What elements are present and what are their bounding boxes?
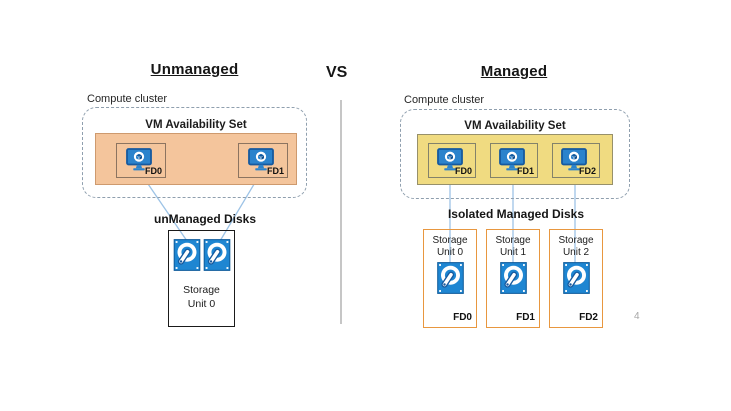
managed-title: Managed bbox=[480, 63, 548, 80]
disk-icon bbox=[203, 239, 231, 271]
left-vm-fd1: FD1 bbox=[238, 143, 288, 178]
right-storage-unit-0-box: Storage Unit 0 FD0 bbox=[423, 229, 477, 328]
right-availability-set-label: VM Availability Set bbox=[464, 120, 566, 132]
right-compute-cluster-label: Compute cluster bbox=[404, 94, 485, 106]
left-storage-unit-text: Storage Unit 0 bbox=[169, 284, 234, 311]
page-number: 4 bbox=[634, 311, 640, 322]
left-availability-set-label: VM Availability Set bbox=[145, 119, 247, 131]
right-storage-unit-1-fd: FD1 bbox=[516, 312, 535, 323]
isolated-managed-disks-label: Isolated Managed Disks bbox=[447, 207, 585, 221]
left-vm-fd1-label: FD1 bbox=[266, 166, 284, 176]
right-storage-unit-0-fd: FD0 bbox=[453, 312, 472, 323]
disk-icon bbox=[173, 239, 201, 271]
storage-line2: Unit 0 bbox=[436, 246, 464, 258]
storage-line1: Storage bbox=[432, 235, 468, 246]
storage-line2: Unit 2 bbox=[562, 246, 590, 258]
right-vm-fd2: FD2 bbox=[552, 143, 600, 178]
storage-line2: Unit 1 bbox=[499, 246, 527, 258]
left-availability-set-zone: FD0 FD1 bbox=[95, 133, 297, 185]
connector-fd0-to-storage bbox=[145, 180, 188, 242]
left-storage-unit-box: Storage Unit 0 bbox=[168, 230, 235, 327]
right-storage-unit-2-box: Storage Unit 2 FD2 bbox=[549, 229, 603, 328]
right-storage-unit-0-text: Storage Unit 0 bbox=[424, 235, 476, 258]
disk-icon bbox=[500, 262, 527, 294]
left-storage-line2: Unit 0 bbox=[187, 297, 216, 310]
disk-icon bbox=[437, 262, 464, 294]
left-storage-line1: Storage bbox=[183, 284, 220, 296]
right-vm-fd0: FD0 bbox=[428, 143, 476, 178]
connector-fd1-to-storage bbox=[219, 180, 257, 242]
storage-line1: Storage bbox=[495, 235, 531, 246]
right-storage-unit-2-fd: FD2 bbox=[579, 312, 598, 323]
right-vm-fd0-label: FD0 bbox=[454, 166, 472, 176]
right-storage-unit-1-box: Storage Unit 1 FD1 bbox=[486, 229, 540, 328]
right-storage-unit-2-text: Storage Unit 2 bbox=[550, 235, 602, 258]
right-vm-fd1: FD1 bbox=[490, 143, 538, 178]
right-vm-fd1-label: FD1 bbox=[516, 166, 534, 176]
right-compute-cluster-box bbox=[400, 109, 630, 199]
disk-icon bbox=[563, 262, 590, 294]
unmanaged-disks-label: unManaged Disks bbox=[153, 212, 257, 226]
unmanaged-title: Unmanaged bbox=[150, 61, 239, 78]
right-vm-fd2-label: FD2 bbox=[578, 166, 596, 176]
storage-line1: Storage bbox=[558, 235, 594, 246]
left-compute-cluster-box bbox=[82, 107, 307, 198]
left-vm-fd0: FD0 bbox=[116, 143, 166, 178]
left-compute-cluster-label: Compute cluster bbox=[87, 93, 168, 105]
right-availability-set-zone: FD0 FD1 FD2 bbox=[417, 134, 613, 185]
vs-label: VS bbox=[326, 64, 348, 81]
right-storage-unit-1-text: Storage Unit 1 bbox=[487, 235, 539, 258]
left-vm-fd0-label: FD0 bbox=[144, 166, 162, 176]
